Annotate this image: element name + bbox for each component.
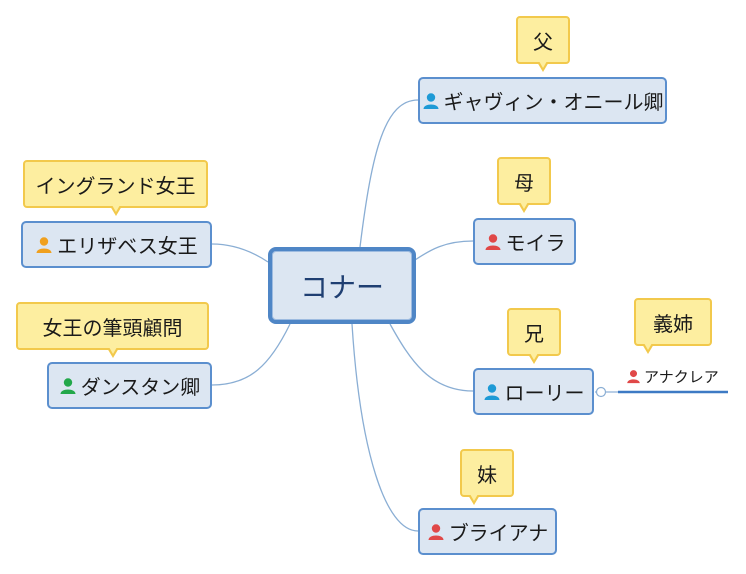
topic-dunstan[interactable]: ダンスタン卿 bbox=[47, 362, 212, 409]
connector-queen bbox=[211, 243, 269, 263]
person-blue-icon bbox=[484, 383, 499, 400]
topic-sister-in-law[interactable]: アナクレア bbox=[626, 365, 719, 387]
topic-father[interactable]: ギャヴィン・オニール卿 bbox=[418, 77, 667, 124]
person-red-icon bbox=[428, 523, 444, 540]
connector-sister bbox=[351, 323, 419, 532]
topic-father-label: ギャヴィン・オニール卿 bbox=[443, 90, 664, 114]
connector-mother bbox=[414, 240, 474, 261]
connector-father bbox=[359, 99, 419, 248]
connector-dunstan bbox=[211, 323, 291, 386]
topic-dunstan-label: ダンスタン卿 bbox=[80, 375, 201, 399]
person-red-icon bbox=[627, 369, 640, 383]
note-sister: 妹 bbox=[460, 449, 514, 505]
person-orange-icon bbox=[36, 236, 52, 253]
connector-brother bbox=[389, 323, 474, 392]
topic-brother[interactable]: ローリー bbox=[473, 368, 594, 415]
topic-queen-label: エリザベス女王 bbox=[57, 234, 198, 258]
topic-queen[interactable]: エリザベス女王 bbox=[21, 221, 212, 268]
note-queen: イングランド女王 bbox=[23, 160, 208, 216]
note-brother: 兄 bbox=[507, 308, 561, 364]
central-topic-label: コナー bbox=[299, 270, 384, 304]
person-green-icon bbox=[60, 377, 76, 394]
person-blue-icon bbox=[423, 92, 438, 109]
person-red-icon bbox=[485, 233, 500, 250]
note-mother: 母 bbox=[497, 157, 551, 213]
topic-brother-label: ローリー bbox=[504, 381, 585, 405]
topic-sister[interactable]: ブライアナ bbox=[418, 508, 557, 555]
collapse-toggle bbox=[595, 386, 607, 398]
topic-sister-label: ブライアナ bbox=[448, 521, 549, 545]
topic-mother[interactable]: モイラ bbox=[473, 218, 576, 265]
note-sister-in-law: 義姉 bbox=[634, 298, 712, 354]
topic-sister-in-law-label: アナクレア bbox=[644, 367, 719, 386]
note-father: 父 bbox=[516, 16, 570, 72]
central-topic[interactable]: コナー bbox=[268, 247, 416, 324]
note-dunstan: 女王の筆頭顧問 bbox=[16, 302, 209, 358]
topic-mother-label: モイラ bbox=[505, 231, 566, 255]
